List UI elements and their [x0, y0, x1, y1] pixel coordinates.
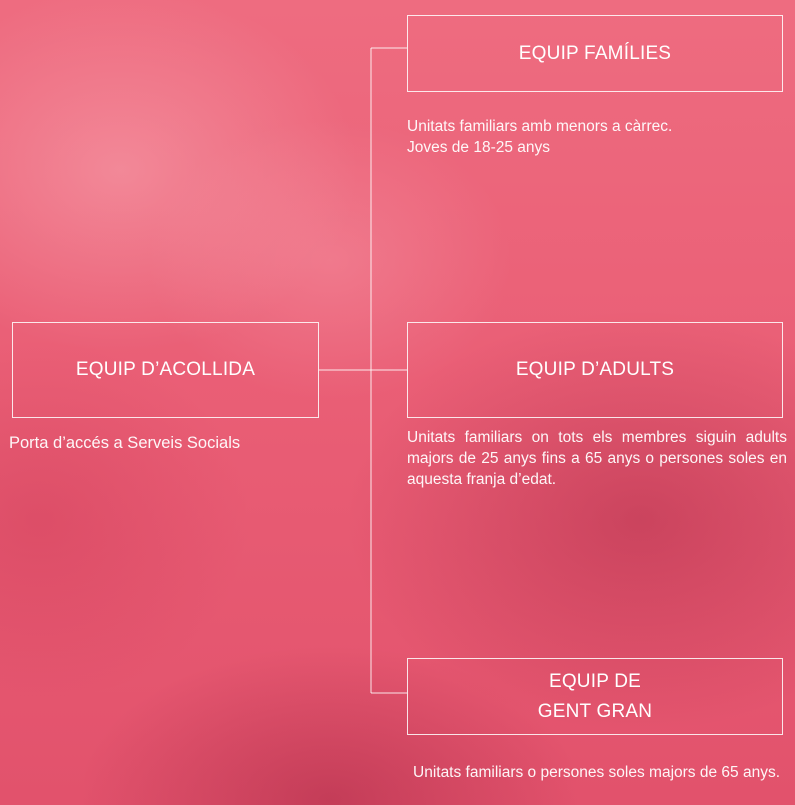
team-description-families-line-1: Unitats familiars amb menors a càrrec.: [407, 118, 673, 135]
team-description-families: Unitats familiars amb menors a càrrec. J…: [407, 116, 787, 158]
team-title-elderly-line-1: EQUIP DE: [548, 670, 642, 692]
team-title-elderly-line-2: GENT GRAN: [537, 700, 653, 722]
team-description-acollida: Porta d’accés a Serveis Socials: [9, 434, 241, 452]
team-box-acollida: EQUIP D’ACOLLIDA: [12, 322, 319, 418]
team-title-adults: EQUIP D’ADULTS: [515, 359, 675, 380]
team-title-families: EQUIP FAMÍLIES: [518, 42, 672, 64]
team-box-adults: EQUIP D’ADULTS: [407, 322, 783, 418]
team-description-adults: Unitats familiars on tots els membres si…: [407, 429, 787, 488]
team-box-families: EQUIP FAMÍLIES: [407, 15, 783, 92]
team-title-acollida: EQUIP D’ACOLLIDA: [75, 359, 256, 380]
team-description-elderly: Unitats familiars o persones soles major…: [413, 764, 780, 781]
team-box-elderly: EQUIP DE GENT GRAN: [407, 658, 783, 735]
team-description-families-line-2: Joves de 18-25 anys: [407, 139, 551, 156]
